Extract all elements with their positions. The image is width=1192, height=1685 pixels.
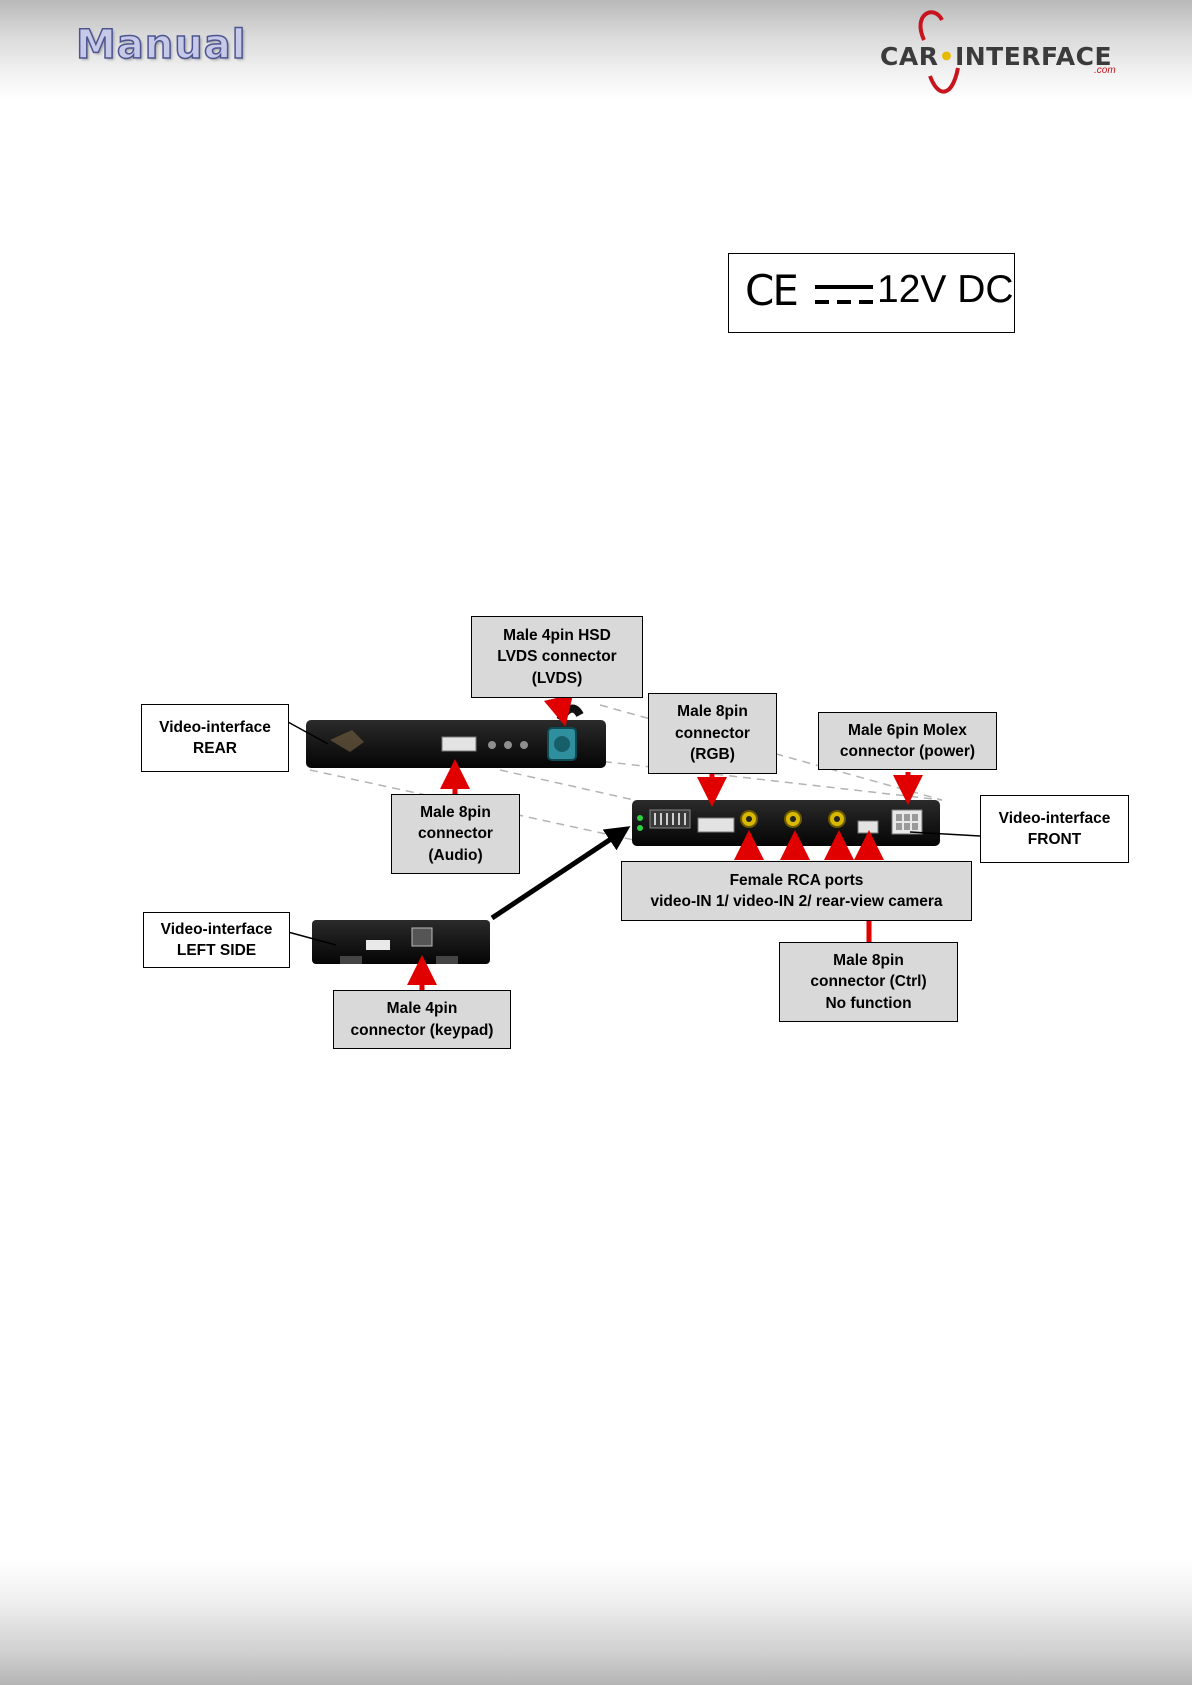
logo-interface-text: INTERFACE bbox=[954, 42, 1113, 71]
rear-interface-label: Video-interface REAR bbox=[141, 704, 289, 772]
logo-wordmark: CAR•INTERFACE bbox=[880, 42, 1112, 71]
car-interface-logo: CAR•INTERFACE .com bbox=[872, 6, 1128, 102]
red-arrows bbox=[407, 690, 923, 990]
ce-mark: CE bbox=[745, 266, 799, 315]
keypad-connector-label: Male 4pin connector (keypad) bbox=[333, 990, 511, 1049]
left-side-interface-label: Video-interface LEFT SIDE bbox=[143, 912, 290, 968]
logo-swoosh-icon bbox=[918, 10, 960, 94]
ctrl-connector-label: Male 8pin connector (Ctrl) No function bbox=[779, 942, 958, 1022]
logo-dot-icon: • bbox=[938, 42, 955, 71]
front-interface-label: Video-interface FRONT bbox=[980, 795, 1129, 863]
logo-domain: .com bbox=[1094, 65, 1116, 76]
rgb-connector-label: Male 8pin connector (RGB) bbox=[648, 693, 777, 774]
header-band bbox=[0, 0, 1192, 100]
lvds-connector-label: Male 4pin HSD LVDS connector (LVDS) bbox=[471, 616, 643, 698]
ce-voltage: 12V DC bbox=[877, 268, 1014, 311]
dc-current-icon bbox=[815, 285, 873, 304]
ce-badge: CE 12V DC bbox=[728, 253, 1015, 333]
molex-power-label: Male 6pin Molex connector (power) bbox=[818, 712, 997, 770]
left-to-front-arrow bbox=[490, 826, 631, 921]
device-rear bbox=[306, 704, 606, 768]
audio-connector-label: Male 8pin connector (Audio) bbox=[391, 794, 520, 874]
device-left-side bbox=[312, 920, 490, 964]
rca-ports-label: Female RCA ports video-IN 1/ video-IN 2/… bbox=[621, 861, 972, 921]
device-front bbox=[632, 800, 940, 846]
footer-band bbox=[0, 1560, 1192, 1685]
manual-title: Manual bbox=[75, 21, 247, 69]
leader-lines bbox=[287, 721, 981, 946]
logo-car-text: CAR bbox=[880, 42, 939, 71]
